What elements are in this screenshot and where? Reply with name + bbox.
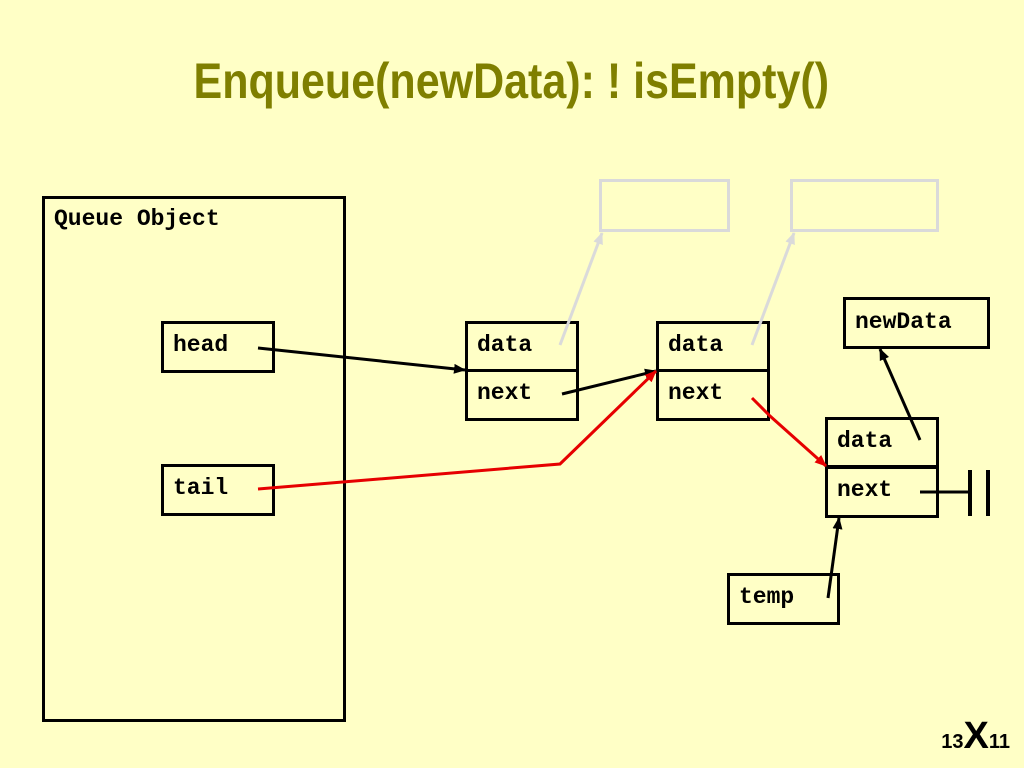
tail-link [257, 369, 658, 491]
new-node-next-cell: next [825, 466, 939, 518]
node-1-next-link [561, 368, 657, 396]
page-number: 13X11 [941, 715, 1010, 758]
node-2-data-cell: data [656, 321, 770, 372]
node-2-data-link [750, 232, 796, 346]
new-node-data-link [878, 348, 922, 441]
node-1-next-cell: next [465, 369, 579, 421]
node-1-data-link [558, 232, 604, 346]
ghost-data-box-2 [790, 179, 939, 232]
head-pointer-box: head [161, 321, 275, 373]
temp-link [826, 517, 843, 599]
ghost-data-box-1 [599, 179, 730, 232]
new-data-box: newData [843, 297, 990, 349]
queue-object-label: Queue Object [54, 206, 220, 232]
node-2-next-cell: next [656, 369, 770, 421]
tail-pointer-box: tail [161, 464, 275, 516]
node-1-data-cell: data [465, 321, 579, 372]
node-2-next-link [750, 396, 827, 468]
temp-pointer-box: temp [727, 573, 840, 625]
page-number-left: 13 [941, 731, 964, 753]
head-link [257, 346, 466, 374]
page-number-right: 11 [988, 731, 1010, 753]
queue-object-box [42, 196, 346, 722]
slide-title: Enqueue(newData): ! isEmpty() [193, 53, 830, 109]
page-number-mark: X [963, 715, 989, 757]
